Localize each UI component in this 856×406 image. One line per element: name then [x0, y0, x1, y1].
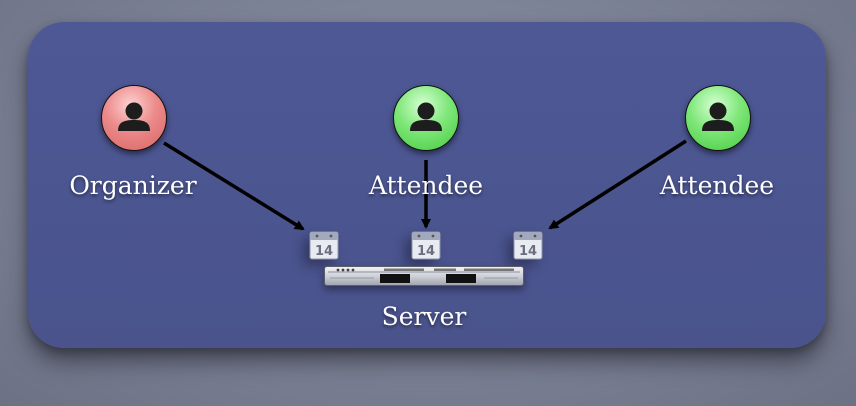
- person-silhouette-icon: [410, 102, 442, 131]
- calendar-icon: 14: [309, 231, 339, 260]
- rack-server-icon: [324, 266, 524, 286]
- calendar-icon: 14: [411, 231, 441, 260]
- server-label: Server: [381, 302, 467, 331]
- svg-text:14: 14: [417, 244, 435, 259]
- organizer-avatar: [101, 85, 167, 151]
- arrow-organizer-to-calendar: [163, 141, 305, 231]
- arrow-attendee-to-calendar-right: [548, 139, 687, 230]
- attendee-label: Attendee: [368, 171, 484, 200]
- svg-text:14: 14: [519, 244, 537, 259]
- calendar-icon: 14: [513, 231, 543, 260]
- svg-text:14: 14: [315, 244, 333, 259]
- person-silhouette-icon: [702, 102, 734, 131]
- attendee-avatar: [393, 85, 459, 151]
- attendee-avatar: [685, 85, 751, 151]
- person-silhouette-icon: [118, 102, 150, 131]
- organizer-label: Organizer: [69, 171, 197, 200]
- attendee-label: Attendee: [659, 171, 775, 200]
